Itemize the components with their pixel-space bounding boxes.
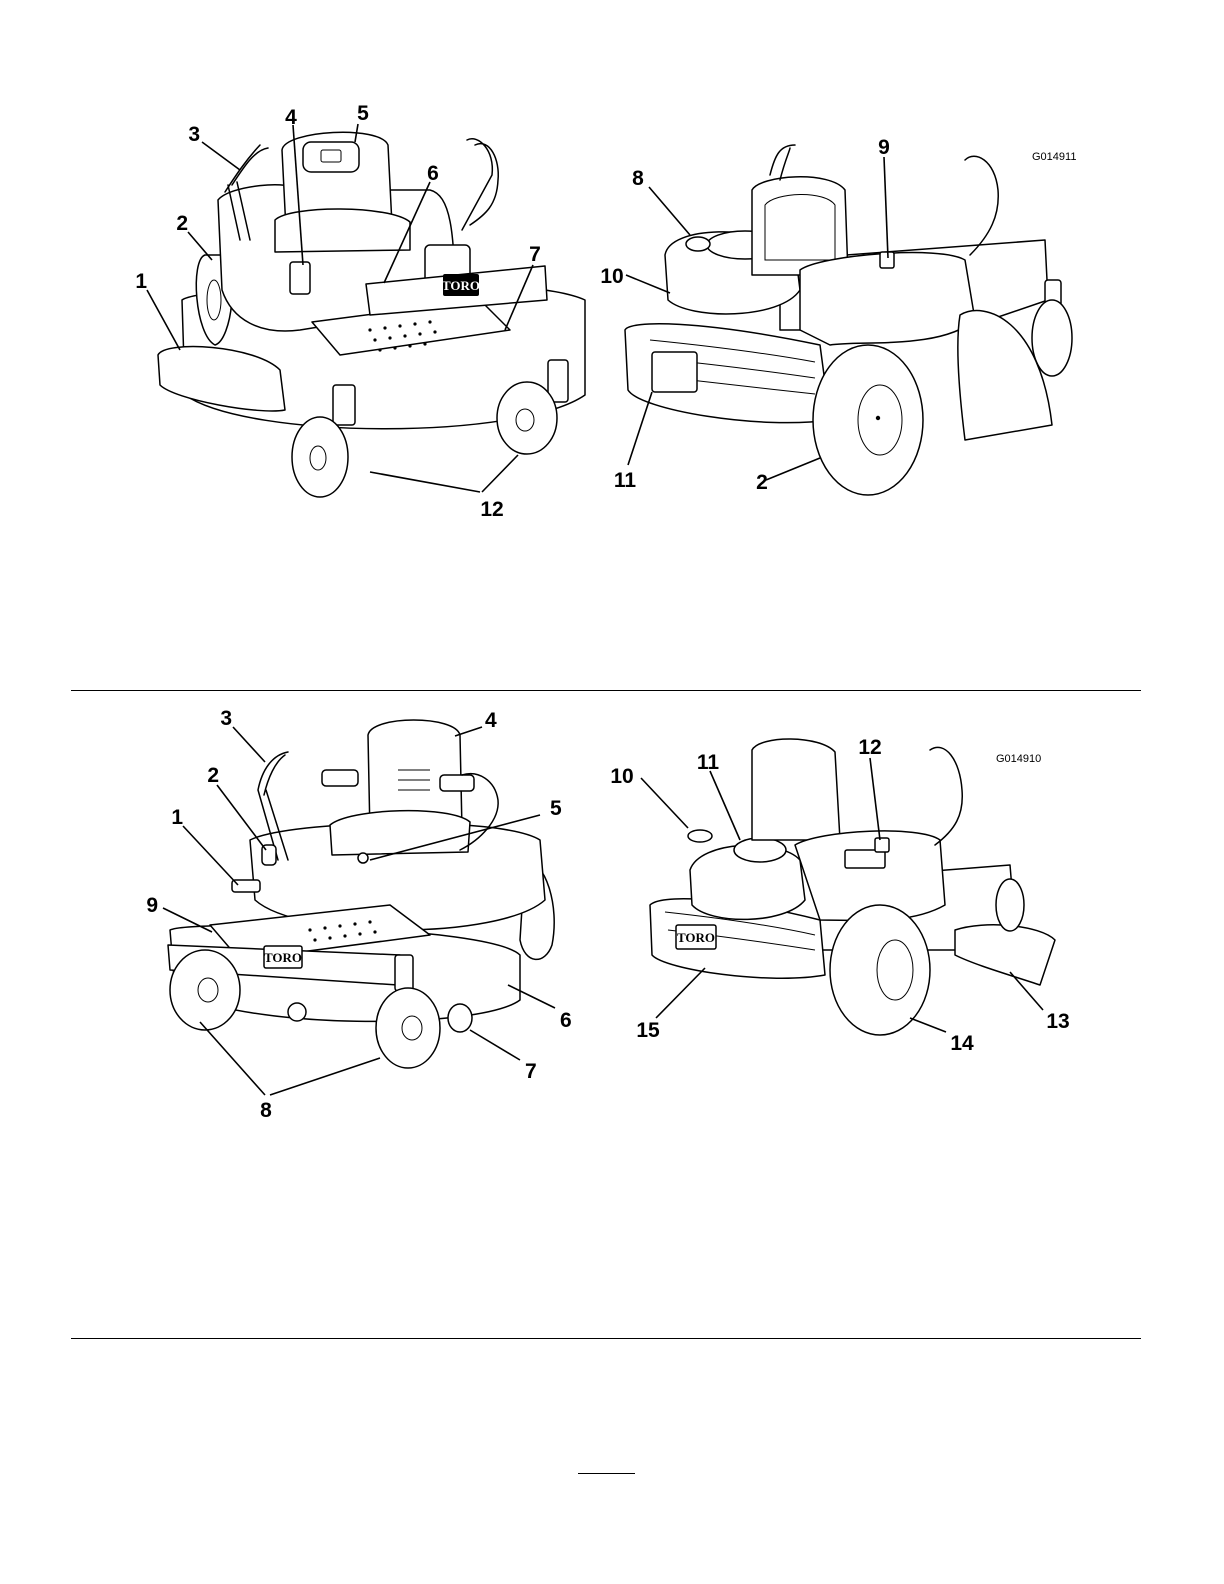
callout-2: 2 (176, 212, 188, 235)
callout-b10: 10 (610, 765, 633, 788)
callout-b3: 3 (220, 707, 232, 730)
mower-front-view-left: TORO (158, 132, 585, 497)
callout-b2: 2 (207, 764, 219, 787)
callout-b14: 14 (950, 1032, 974, 1055)
callout-8: 8 (632, 167, 644, 190)
figure-code-bottom: G014910 (996, 753, 1041, 765)
figure-top: TORO (0, 0, 1224, 560)
figure-code-top: G014911 (1032, 151, 1076, 163)
figure-bottom-drawing: TORO TORO (0, 690, 1224, 1130)
callout-7: 7 (529, 243, 541, 266)
callout-b6: 6 (560, 1009, 572, 1032)
mower-rear-view-right (625, 145, 1072, 495)
callout-b4: 4 (485, 709, 497, 732)
front-caster-wheel-left (292, 417, 348, 497)
callout-6: 6 (427, 162, 439, 185)
divider-rule-2 (71, 1338, 1141, 1339)
callout-b9: 9 (146, 894, 158, 917)
callout-b5: 5 (550, 797, 562, 820)
page-number-rule (578, 1473, 635, 1474)
callout-1: 1 (135, 270, 147, 293)
brand-text-top-left: TORO (442, 278, 480, 293)
brand-text-bottom-left: TORO (264, 950, 302, 965)
rear-plate (652, 352, 697, 392)
front-caster-wheel-right (497, 382, 557, 454)
callout-b12: 12 (858, 736, 881, 759)
callout-12: 12 (480, 498, 503, 521)
callout-2b: 2 (756, 471, 768, 494)
mower-rear-view-bottom-right: TORO (650, 739, 1055, 1035)
seat-cushion (275, 209, 410, 252)
right-motion-control-lever (462, 139, 498, 230)
callout-10: 10 (600, 265, 623, 288)
rear-tire-right (813, 345, 923, 495)
callout-b1: 1 (171, 806, 183, 829)
callout-5: 5 (357, 102, 369, 125)
callout-b13: 13 (1046, 1010, 1069, 1033)
callout-11: 11 (614, 469, 637, 492)
callout-b7: 7 (525, 1060, 537, 1083)
figure-bottom: TORO TORO (0, 690, 1224, 1130)
callout-b11: 11 (697, 751, 720, 774)
callout-b15: 15 (636, 1019, 660, 1042)
seat-headrest (303, 142, 359, 172)
callout-3: 3 (188, 123, 200, 146)
part-9 (880, 252, 894, 268)
callout-9: 9 (878, 136, 890, 159)
brand-text-bottom-right: TORO (677, 930, 715, 945)
figure-top-drawing: TORO (0, 0, 1224, 560)
callout-4: 4 (285, 106, 297, 129)
fuel-cap (686, 237, 710, 251)
callout-b8: 8 (260, 1099, 272, 1122)
deck-lift-handle (290, 262, 310, 294)
mower-front-view-bottom-left: TORO (168, 720, 554, 1068)
